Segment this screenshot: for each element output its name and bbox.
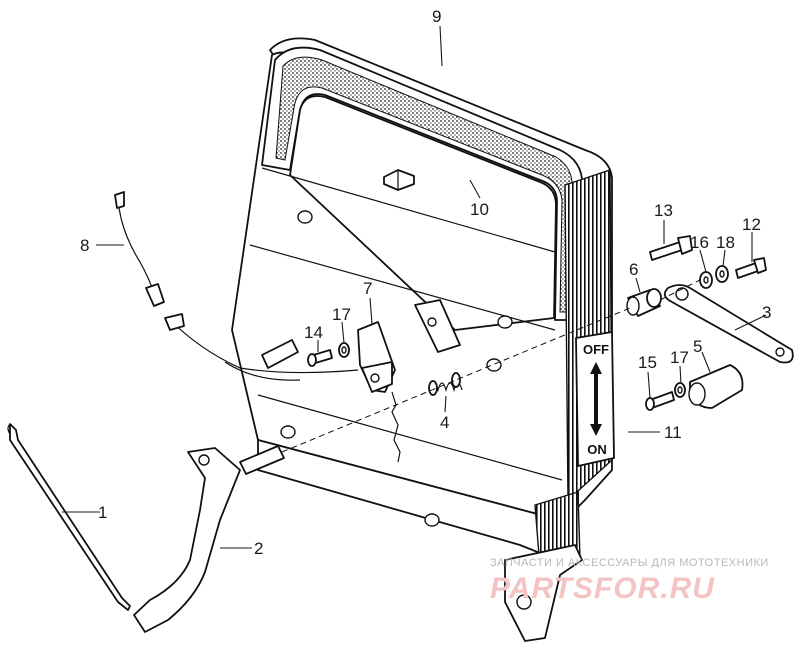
watermark: ЗАПЧАСТИ И АКСЕССУАРЫ ДЛЯ МОТОТЕХНИКИ PA… [490,557,769,605]
kick-lever-shaft [239,445,285,475]
callout-11: 11 [664,423,682,442]
panel-tab-bracket [414,299,461,353]
panel-side-bracket [261,339,299,369]
link-arm-hole-end [775,347,785,357]
callout-10: 10 [470,200,489,219]
kick-lever [133,445,285,633]
panel-hole [424,513,440,527]
callout-17b: 17 [670,348,689,367]
link-arm-hole [675,287,689,301]
watermark-caption: ЗАПЧАСТИ И АКСЕССУАРЫ ДЛЯ МОТОТЕХНИКИ [490,557,769,569]
switch-double-arrow-icon [590,362,602,436]
panel-fold-line-upper [261,167,556,253]
callout-13: 13 [654,201,673,220]
callout-18: 18 [716,233,735,252]
callout-8: 8 [80,236,89,255]
handle-opening-shading [275,56,573,313]
panel-hole [297,210,313,224]
panel-hole [280,425,296,439]
fastener-bolt-13 [649,235,693,261]
kick-lever-pivot-hole [198,454,210,466]
coil-spring [428,372,463,396]
callout-16: 16 [690,233,709,252]
leader-lines [62,25,767,549]
control-cable [114,191,359,381]
kill-switch-plate: OFF ON [575,331,615,467]
switch-bracket [357,321,401,463]
panel-hole [486,358,502,372]
handle-window [289,95,557,331]
bushing [626,288,662,317]
fastener-washer-16 [699,271,713,289]
callout-17a: 17 [332,305,351,324]
callout-12: 12 [742,215,761,234]
handle-bolt [383,169,415,191]
callout-labels: 1 2 3 4 5 6 7 8 9 10 11 12 13 14 15 16 1… [80,7,771,558]
callout-4: 4 [440,413,449,432]
callout-3: 3 [762,303,771,322]
callout-14: 14 [304,323,323,342]
linkage-rod [7,423,131,611]
callout-6: 6 [629,260,638,279]
fastener-washer-18 [715,265,729,283]
switch-off-text: OFF [583,342,609,357]
callout-9: 9 [432,7,441,26]
callout-15: 15 [638,353,657,372]
rear-panel-assembly [231,37,613,642]
assembly-axis-line [281,307,631,453]
fastener-washer-17a [338,342,350,358]
foot-mount-hole [516,594,532,610]
switch-on-text: ON [587,442,607,457]
callout-2: 2 [254,539,263,558]
panel-mounting-foot [504,544,583,642]
callout-7: 7 [363,279,372,298]
panel-fold-line-lower [257,394,563,481]
callout-1: 1 [98,503,107,522]
watermark-logo: PARTSFOR.RU [490,572,715,605]
tab-bracket-hole [427,317,437,327]
assembly-axis-line-right [659,279,701,301]
fastener-washer-17b [674,382,686,398]
fastener-bolt-12 [735,257,767,279]
callout-5: 5 [693,337,702,356]
panel-hole [497,315,513,329]
fastener-bolt-14 [307,349,333,367]
pivot-collar [688,364,744,409]
link-arm [663,284,794,364]
